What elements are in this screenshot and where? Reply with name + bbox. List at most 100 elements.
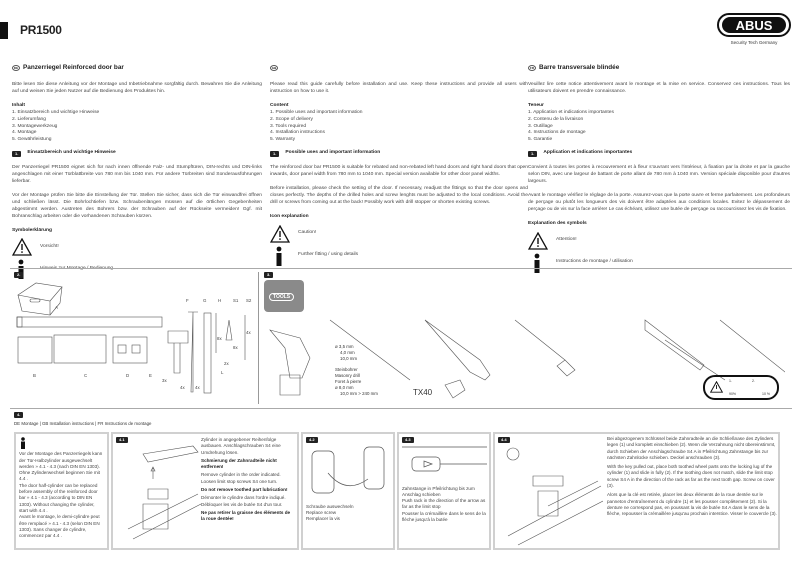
section-badge: 1. <box>12 150 22 157</box>
intro-text: Bitte lesen Sie diese Anleitung vor der … <box>12 82 262 94</box>
contents-item: 4. Montage <box>12 130 37 136</box>
part-label: G <box>203 298 207 303</box>
step-warning-en: Do not remove toothed part lubrication! <box>201 487 288 493</box>
percentage: 10 % <box>762 392 770 396</box>
cylinder-removal-illustration <box>127 445 202 540</box>
bit-label: TX40 <box>413 388 433 397</box>
part-qty: 4x <box>195 385 200 390</box>
contents-item: 2. Lieferumfang <box>12 116 46 122</box>
section-badge: 1. <box>528 150 538 157</box>
step-text-de: Schraube auswechseln <box>306 503 354 509</box>
drill-size: 4,0 mm <box>340 350 355 355</box>
contents-list: 1. Application et indications importante… <box>528 110 790 145</box>
cylinder-screw-illustration <box>311 446 385 494</box>
step-text-en: Remove cylinder in the order indicated. … <box>201 472 281 484</box>
drilling-warning-badge: 1. 90% 2. 10 % <box>703 375 779 400</box>
language-flag-icon: FR <box>528 65 536 71</box>
contents-item: 3. Montagewerkzeug <box>12 123 58 129</box>
contents-item: 1. Application et indications importante… <box>528 109 614 115</box>
step-badge: 4.3 <box>402 437 414 443</box>
part-label: D <box>126 373 130 378</box>
step-text-en: Push rack in the direction of the arrow … <box>402 498 486 510</box>
part-label: E <box>149 373 152 378</box>
language-column-gb: GB Please read this guide carefully befo… <box>270 64 528 267</box>
step-badge: 4.2 <box>306 437 318 443</box>
info-icon <box>276 246 282 266</box>
part-label: B <box>33 373 36 378</box>
toolbox-label: TOOLS <box>269 293 295 301</box>
section-title: Application et indications importantes <box>543 150 633 156</box>
part-label: C <box>84 373 88 378</box>
part-qty: 4x <box>180 385 185 390</box>
divider <box>10 268 792 269</box>
masonry-drill-en: Masonry drill <box>335 373 360 378</box>
step-text-fr: Démonter le cylindre dans l'ordre indiqu… <box>201 495 286 507</box>
symbols-title: Symbolerklärung <box>12 227 52 233</box>
svg-text:ABUS: ABUS <box>736 18 773 33</box>
warning-triangle-icon <box>270 224 290 243</box>
rack-push-illustration <box>402 446 487 472</box>
section-4-badge: 4. <box>14 412 24 418</box>
contents-list: 1. Possible uses and important informati… <box>270 110 528 145</box>
section-heading: 1. Application et indications importantes <box>528 150 790 157</box>
contents-item: 5. Warranty <box>270 137 296 143</box>
step-warning-fr: Ne pas retirer la graisse des éléments d… <box>201 509 291 522</box>
step-text-fr: Pousser la crémaillère dans le sens de l… <box>402 510 486 523</box>
symbols-title: Explanation des symbols <box>528 220 587 226</box>
intro-de: Vor der Montage des Panzerriegels kann d… <box>19 451 103 482</box>
part-qty: 3x <box>162 378 167 383</box>
caution: Attention! <box>556 237 577 243</box>
section-3-badge: 3. <box>264 272 274 278</box>
page-title: PR1500 <box>20 23 62 37</box>
contents-item: 2. Contenu de la livraison <box>528 116 584 122</box>
part-label: A <box>55 305 58 310</box>
part-qty: 4x <box>246 330 251 335</box>
step-number: 2. <box>752 379 755 383</box>
symbols-title: Icon explanation <box>270 213 309 219</box>
contents-item: 4. Instructions de montage <box>528 130 586 136</box>
step-warning-de: Schmierung der Zahnradteile nicht entfer… <box>201 457 277 470</box>
section-heading: 1.Possible uses and important informatio… <box>270 150 528 157</box>
drill-size: ø 3,5 mm <box>335 344 354 349</box>
step-text-en: With the key pulled out, place both toot… <box>607 464 775 489</box>
contents-item: 5. Gewährleistung <box>12 137 52 143</box>
contents-item: 1. Possible uses and important informati… <box>270 109 363 115</box>
caution-row: Vorsicht! <box>12 236 262 258</box>
part-label: S1 <box>233 298 239 303</box>
contents-title: Content <box>270 102 289 108</box>
language-flag-icon: GB <box>270 65 278 71</box>
abus-logo: ABUS Security Tech Germany <box>717 13 791 45</box>
warning-triangle-icon <box>528 231 548 250</box>
masonry-drill-size: ø 8,0 mm <box>335 385 354 390</box>
contents-item: 5. Garantie <box>528 137 553 143</box>
section-2-badge: 2. <box>14 272 24 278</box>
step-text-de: Bei abgezogenem Schlüssel beide Zahnradt… <box>607 436 776 460</box>
part-label: L <box>221 370 224 375</box>
intro-text: Please read this guide carefully before … <box>270 82 528 94</box>
caution-row: Caution! <box>270 223 528 245</box>
contents-item: 3. Outillage <box>528 123 553 129</box>
part-label: H <box>218 298 222 303</box>
panel-step-4-3: 4.3 Zahnstange in Pfeilrichtung bis zum … <box>397 432 491 550</box>
divider <box>10 408 792 409</box>
section-title: Possible uses and important information <box>285 150 381 156</box>
paragraph: Vor der Montage prüfen Sie bitte die Ein… <box>12 192 262 219</box>
step-badge: 4.1 <box>116 437 128 443</box>
contents-item: 2. Scope of delivery <box>270 116 313 122</box>
step-text-fr: Remplacer la vis <box>306 516 340 522</box>
divider <box>258 272 259 404</box>
step-text-en: Replace screw <box>306 509 337 515</box>
gear-assembly-illustration <box>506 447 603 546</box>
contents-item: 4. Installation instructions <box>270 130 325 136</box>
step-badge: 4.4 <box>498 437 510 443</box>
masonry-drill-de: Steinbohrer <box>335 367 358 372</box>
paragraph: Der Panzerriegel PR1500 eignet sich für … <box>12 165 262 184</box>
warning-triangle-icon <box>12 238 32 257</box>
intro-fr: Avant le montage, le demi-cylindre peut … <box>19 514 100 539</box>
masonry-drill-fr: Foret à pierre <box>335 379 362 384</box>
paragraph: Convient à toutes les portes à recouvrem… <box>528 165 790 184</box>
